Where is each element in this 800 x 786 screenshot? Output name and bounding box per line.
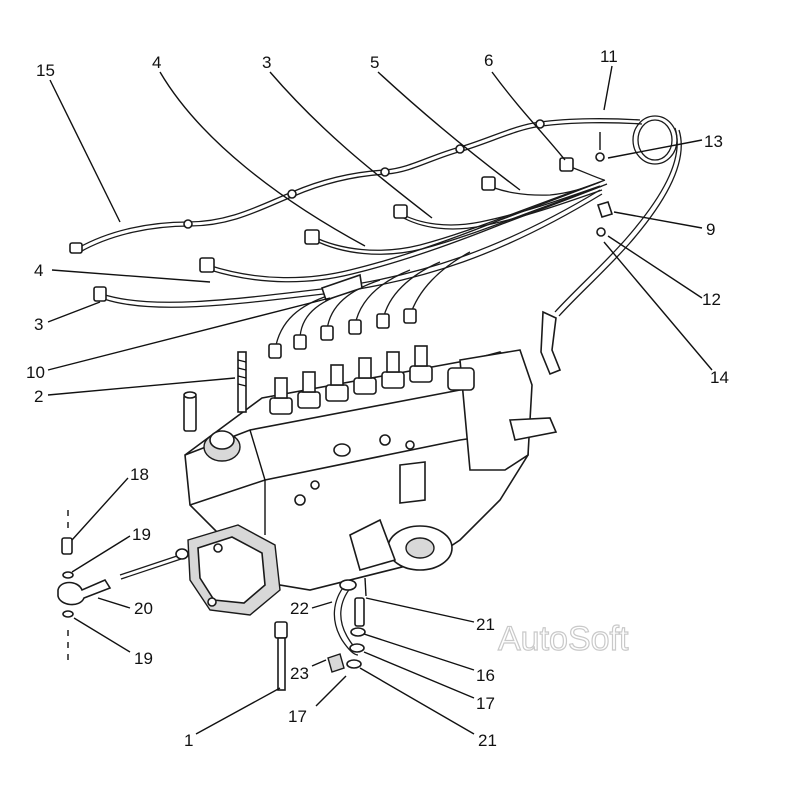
loose-parts — [57, 351, 367, 691]
callout-5: 5 — [370, 53, 379, 72]
injection-pump — [184, 345, 558, 616]
callout-14: 14 — [710, 368, 729, 387]
callout-10: 10 — [26, 363, 45, 382]
callout-3-top: 3 — [262, 53, 271, 72]
callout-9: 9 — [706, 220, 715, 239]
leader-lines — [47, 65, 713, 735]
callout-13: 13 — [704, 132, 723, 151]
callout-2: 2 — [34, 387, 43, 406]
callout-19-lower: 19 — [134, 649, 153, 668]
callout-20: 20 — [134, 599, 153, 618]
callout-19-upper: 19 — [132, 525, 151, 544]
watermark-text: AutoSoft — [498, 620, 629, 658]
callout-17-right: 17 — [476, 694, 495, 713]
callout-21-upper: 21 — [476, 615, 495, 634]
callout-labels: 15 4 3 5 6 11 13 9 12 14 4 3 10 2 18 19 … — [26, 47, 729, 750]
callout-21-lower: 21 — [478, 731, 497, 750]
injection-lines — [69, 115, 682, 376]
callout-12: 12 — [702, 290, 721, 309]
delivery-valves — [269, 345, 433, 415]
callout-17-left: 17 — [288, 707, 307, 726]
callout-6: 6 — [484, 51, 493, 70]
callout-3-left: 3 — [34, 315, 43, 334]
callout-4-left: 4 — [34, 261, 43, 280]
callout-22: 22 — [290, 599, 309, 618]
callout-18: 18 — [130, 465, 149, 484]
callout-1: 1 — [184, 731, 193, 750]
callout-15: 15 — [36, 61, 55, 80]
callout-23: 23 — [290, 664, 309, 683]
callout-16: 16 — [476, 666, 495, 685]
callout-11: 11 — [600, 47, 618, 66]
callout-4-top: 4 — [152, 53, 161, 72]
